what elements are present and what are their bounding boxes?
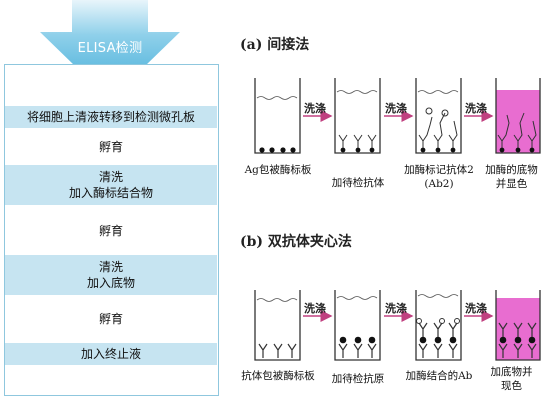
step-wash-substrate: 清洗 加入底物 [5, 255, 217, 295]
caption-line: 加酶的底物 [485, 164, 538, 176]
wash-label: 洗涤 [465, 102, 487, 115]
caption-a1: Ag包被酶标板 [238, 163, 318, 177]
caption-a3: 加酶标记抗体2 (Ab2) [398, 163, 480, 191]
caption-line: (Ab2) [424, 178, 454, 190]
elisa-header: ELISA检测 [77, 41, 143, 56]
well-a3 [415, 78, 462, 154]
step-line: 加入酶标结合物 [68, 186, 153, 200]
caption-line: 加待检抗原 [331, 373, 385, 385]
wash-label: 洗涤 [385, 302, 407, 315]
well-b1 [254, 290, 301, 361]
step-stop: 加入终止液 [5, 343, 217, 365]
caption-line: 现色 [501, 380, 522, 392]
down-arrow-icon [40, 0, 180, 100]
wash-label: 洗涤 [304, 102, 326, 115]
caption-b2: 加待检抗原 [320, 372, 396, 386]
wash-label: 洗涤 [304, 302, 326, 315]
wash-label: 洗涤 [465, 302, 487, 315]
indirect-method-title: (a) 间接法 [240, 37, 310, 53]
step-line: 孵育 [98, 140, 123, 154]
wash-label: 洗涤 [385, 102, 407, 115]
caption-b4: 加底物并 现色 [482, 365, 541, 393]
well-a1 [254, 78, 301, 154]
well-a4 [495, 78, 541, 154]
caption-a4: 加酶的底物 并显色 [482, 163, 541, 191]
step-line: 清洗 [98, 260, 123, 274]
caption-b3: 加酶结合的Ab [398, 369, 480, 383]
caption-a2: 加待检抗体 [320, 176, 396, 190]
step-incubate-2: 孵育 [5, 218, 217, 244]
well-b2 [334, 290, 381, 361]
step-line: 清洗 [98, 170, 123, 184]
step-line: 孵育 [98, 312, 123, 326]
step-line: 孵育 [98, 224, 123, 238]
step-line: 加入底物 [86, 276, 135, 290]
caption-line: 并显色 [495, 178, 528, 190]
well-b3 [415, 290, 462, 361]
well-a2 [334, 78, 381, 154]
step-incubate-3: 孵育 [5, 306, 217, 332]
step-transfer: 将细胞上清液转移到检测微孔板 [5, 106, 217, 128]
sandwich-method-title: (b) 双抗体夹心法 [240, 234, 352, 250]
step-wash-conjugate: 清洗 加入酶标结合物 [5, 165, 217, 205]
step-line: 将细胞上清液转移到检测微孔板 [26, 110, 195, 124]
caption-line: 加酶结合的Ab [405, 370, 473, 382]
step-line: 加入终止液 [80, 347, 141, 361]
caption-line: 加待检抗体 [331, 177, 385, 189]
caption-line: Ag包被酶标板 [244, 164, 312, 176]
caption-line: 抗体包被酶标板 [241, 370, 315, 382]
step-incubate-1: 孵育 [5, 134, 217, 160]
caption-b1: 抗体包被酶标板 [236, 369, 320, 383]
caption-line: 加底物并 [490, 366, 533, 378]
well-b4 [495, 290, 541, 361]
caption-line: 加酶标记抗体2 [404, 164, 474, 176]
